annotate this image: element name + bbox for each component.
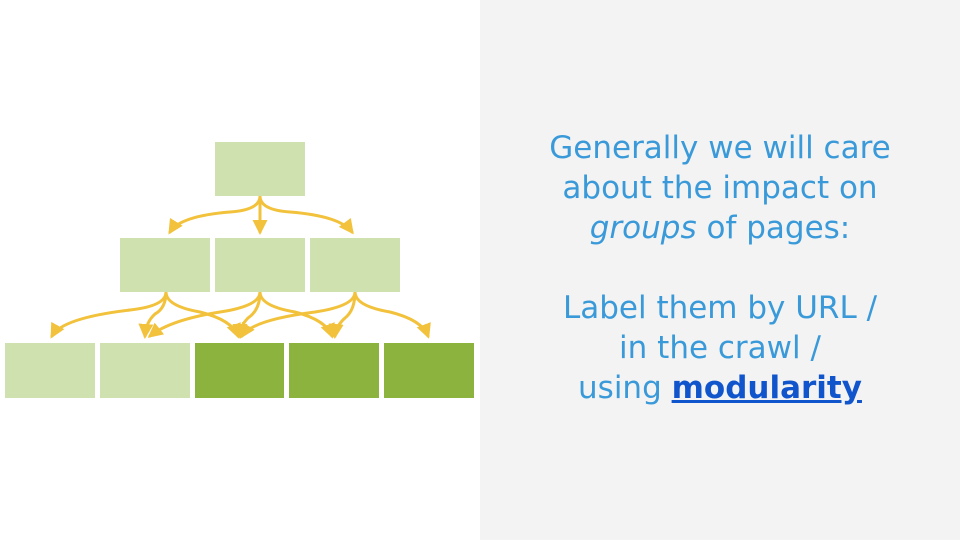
edge (328, 290, 357, 339)
emphasis-text: groups (589, 210, 697, 246)
spacer (495, 248, 945, 288)
leaf-page-node (5, 343, 95, 398)
level-1-nodes (120, 238, 400, 292)
text-line: Generally we will care (549, 130, 891, 166)
leaf-page-node (100, 343, 190, 398)
edge (240, 290, 357, 339)
leaf-page-node-highlighted (289, 343, 379, 398)
right-panel (480, 0, 960, 540)
edge (258, 290, 335, 339)
text-fragment: about the impact on (562, 170, 878, 206)
text-line: Label them by URL / (562, 290, 878, 326)
edge (147, 290, 262, 338)
text-fragment: of pages: (696, 210, 851, 246)
edges-level-1 (168, 194, 354, 235)
mid-page-node (215, 238, 305, 292)
level-2-nodes (5, 343, 474, 398)
text-fragment: using (578, 370, 672, 406)
mid-page-node (310, 238, 400, 292)
slide-text: Generally we will care about the impact … (495, 128, 945, 408)
modularity-link[interactable]: modularity (671, 370, 862, 406)
edge (164, 290, 241, 339)
edge (168, 194, 262, 235)
mid-page-node (120, 238, 210, 292)
edge (50, 290, 168, 339)
edge (353, 290, 431, 339)
edges-level-2 (50, 290, 431, 339)
root-page-node (215, 142, 305, 196)
text-line: using modularity (495, 368, 945, 408)
leaf-page-node-highlighted (384, 343, 474, 398)
hierarchy-diagram (5, 142, 474, 398)
text-line: in the crawl / (619, 330, 821, 366)
edge (138, 290, 168, 339)
level-0-nodes (215, 142, 305, 196)
leaf-page-node-highlighted (195, 343, 284, 398)
edge (258, 194, 354, 235)
text-line: about the impact on (495, 168, 945, 208)
text-line: groups of pages: (495, 208, 945, 248)
